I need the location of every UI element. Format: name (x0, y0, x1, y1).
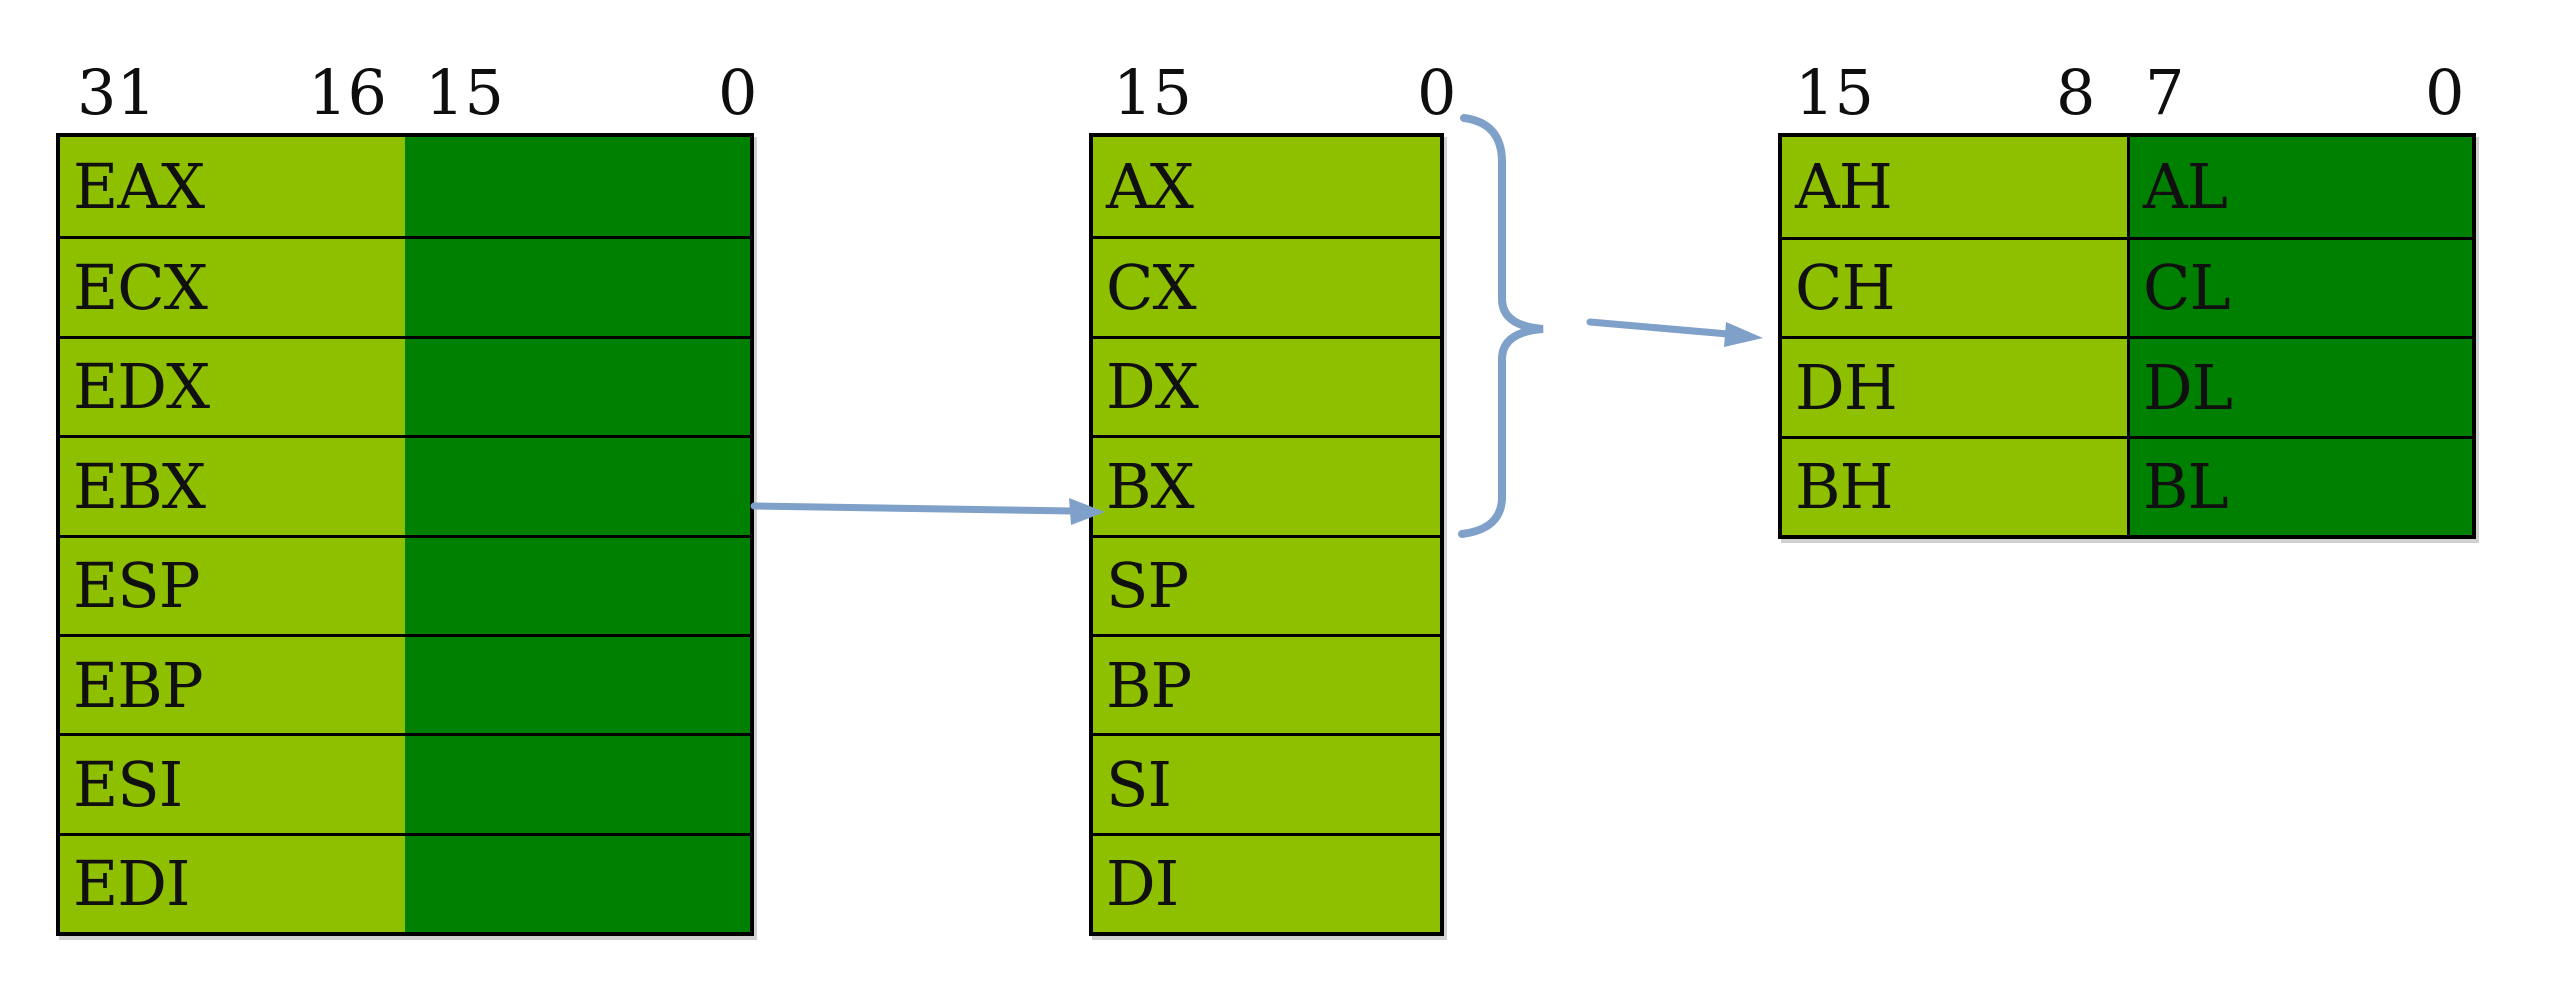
registers-32bit-table: EAX ECX EDX EBX ESP EBP ESI EDI (56, 133, 754, 936)
register-label: DI (1106, 847, 1179, 921)
table-row-d: DH DL (1782, 336, 2472, 436)
register-label: EAX (73, 150, 205, 224)
register-label: DX (1106, 350, 1199, 424)
bit-label-0: 0 (718, 56, 758, 129)
bit-label-0: 0 (2425, 56, 2465, 129)
table-row-cx: CX (1093, 236, 1440, 336)
bit-label-0: 0 (1417, 56, 1457, 129)
table-row-edx: EDX (60, 335, 750, 436)
bit-label-8: 8 (2056, 56, 2096, 129)
brace-ax-to-bx (1458, 114, 1544, 538)
register-cell-high: AH (1782, 137, 2127, 237)
arrow-16-to-8 (1586, 318, 1763, 347)
table-row-ebx: EBX (60, 435, 750, 535)
table-row-dx: DX (1093, 335, 1440, 436)
table-row-ax: AX (1093, 137, 1440, 237)
register-label: BX (1106, 449, 1195, 523)
table-row-bx: BX (1093, 435, 1440, 535)
register-label: ESI (73, 747, 183, 821)
register-label: EDX (73, 350, 210, 424)
register-cell-low: BL (2127, 438, 2472, 535)
register-label: CX (1106, 251, 1197, 325)
registers-8bit-table: AH AL CH CL DH DL BH BL (1778, 133, 2476, 539)
table-row-di: DI (1093, 832, 1440, 932)
register-cell-low: CL (2127, 239, 2472, 336)
bit-label-31: 31 (77, 56, 156, 129)
registers-16bit-table: AX CX DX BX SP BP SI DI (1089, 133, 1444, 936)
register-label: ECX (73, 251, 208, 325)
table-row-ebp: EBP (60, 633, 750, 734)
register-label: EBP (73, 648, 204, 722)
table-row-esp: ESP (60, 534, 750, 634)
table-row-a: AH AL (1782, 137, 2472, 237)
table-row-esi: ESI (60, 733, 750, 833)
table-row-edi: EDI (60, 832, 750, 932)
arrow-32-to-16 (750, 498, 1105, 525)
bit-label-15: 15 (1795, 56, 1874, 129)
table-row-sp: SP (1093, 534, 1440, 634)
register-cell-high: CH (1782, 239, 2127, 336)
table-row-eax: EAX (60, 137, 750, 237)
register-label: BP (1106, 648, 1192, 722)
arrow-head-icon (1724, 322, 1763, 347)
table-row-si: SI (1093, 733, 1440, 833)
bit-label-16: 16 (308, 56, 387, 129)
register-cell-high: DH (1782, 339, 2127, 436)
register-label: EBX (73, 449, 206, 523)
register-label: SP (1106, 549, 1189, 623)
register-label: AX (1106, 150, 1194, 224)
table-row-bp: BP (1093, 633, 1440, 734)
register-cell-low: DL (2127, 339, 2472, 436)
register-label: SI (1106, 747, 1172, 821)
table-row-c: CH CL (1782, 236, 2472, 336)
table-row-b: BH BL (1782, 435, 2472, 535)
register-label: EDI (73, 847, 190, 921)
register-cell-low: AL (2127, 137, 2472, 237)
bit-label-15: 15 (425, 56, 504, 129)
register-label: ESP (73, 549, 200, 623)
bit-label-7: 7 (2145, 56, 2185, 129)
table-row-ecx: ECX (60, 236, 750, 336)
bit-label-15: 15 (1113, 56, 1192, 129)
register-cell-high: BH (1782, 438, 2127, 535)
